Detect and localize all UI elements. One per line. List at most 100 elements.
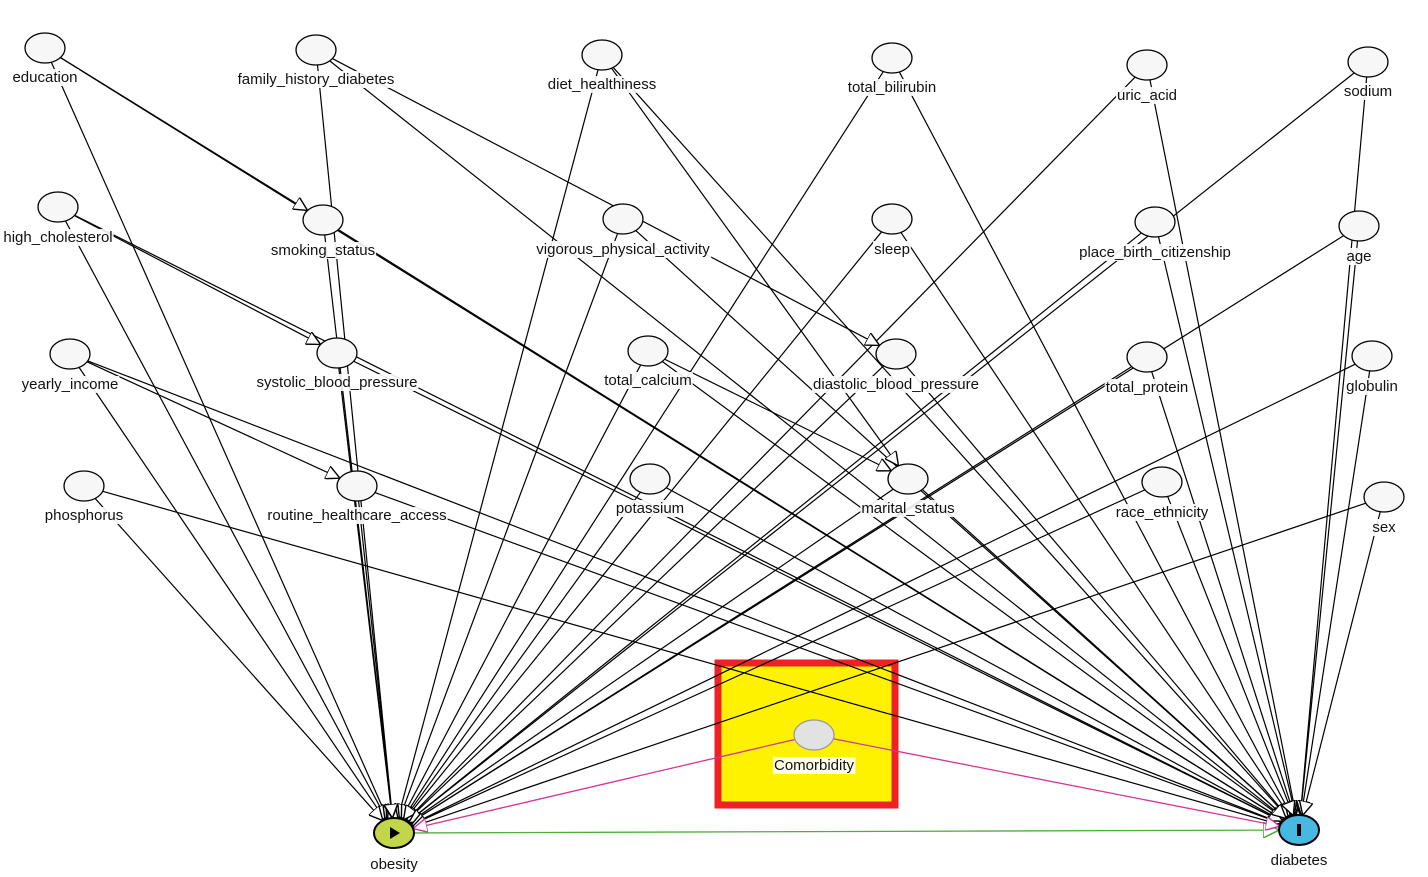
node-potassium[interactable]: potassium bbox=[614, 463, 686, 517]
edge-total_calcium-to-obesity bbox=[401, 364, 642, 819]
node-smoking_status[interactable]: smoking_status bbox=[269, 204, 377, 259]
covariate-node-ellipse[interactable] bbox=[602, 203, 644, 235]
node-education[interactable]: education bbox=[11, 32, 79, 86]
covariate-node-ellipse[interactable] bbox=[629, 463, 671, 495]
edge-uric_acid-to-diabetes bbox=[1149, 79, 1296, 815]
covariate-node-ellipse[interactable] bbox=[1126, 49, 1168, 81]
node-label: total_protein bbox=[1106, 379, 1189, 396]
node-vigorous_physical_activity[interactable]: vigorous_physical_activity bbox=[535, 203, 712, 258]
covariate-node-ellipse[interactable] bbox=[581, 39, 623, 71]
node-label-background bbox=[11, 69, 79, 86]
node-sodium[interactable]: sodium bbox=[1342, 46, 1394, 100]
covariate-node-ellipse[interactable] bbox=[336, 470, 378, 502]
edge-race_ethnicity-to-obesity bbox=[411, 489, 1146, 825]
covariate-node-ellipse[interactable] bbox=[1338, 210, 1380, 242]
covariate-node-ellipse[interactable] bbox=[37, 191, 79, 223]
edge-sodium-to-diabetes bbox=[1300, 76, 1368, 815]
node-label: sex bbox=[1372, 519, 1396, 536]
node-sex[interactable]: sex bbox=[1363, 481, 1405, 536]
latent-node-ellipse[interactable] bbox=[793, 719, 835, 751]
edge-Comorbidity-to-obesity bbox=[413, 738, 796, 828]
node-race_ethnicity[interactable]: race_ethnicity bbox=[1114, 466, 1210, 521]
node-total_bilirubin[interactable]: total_bilirubin bbox=[846, 42, 938, 96]
edges-layer bbox=[50, 57, 1381, 833]
edge-family_history_diabetes-to-diabetes bbox=[329, 60, 1286, 819]
covariate-node-ellipse[interactable] bbox=[1126, 341, 1168, 373]
covariate-node-ellipse[interactable] bbox=[24, 32, 66, 64]
node-total_protein[interactable]: total_protein bbox=[1104, 341, 1190, 396]
edge-sleep-to-obesity bbox=[404, 231, 883, 820]
node-label-background bbox=[1269, 852, 1329, 869]
edge-systolic_blood_pressure-to-diabetes bbox=[353, 360, 1283, 821]
node-age[interactable]: age bbox=[1338, 210, 1380, 265]
node-label-background bbox=[269, 242, 377, 259]
node-globulin[interactable]: globulin bbox=[1345, 340, 1399, 395]
node-label: phosphorus bbox=[45, 507, 123, 524]
node-label: total_calcium bbox=[604, 372, 692, 389]
node-obesity[interactable]: obesity bbox=[369, 817, 420, 873]
node-phosphorus[interactable]: phosphorus bbox=[43, 470, 125, 524]
covariate-node-ellipse[interactable] bbox=[1141, 466, 1183, 498]
node-label: high_cholesterol bbox=[3, 229, 112, 246]
node-label: race_ethnicity bbox=[1116, 504, 1209, 521]
node-label-background bbox=[873, 241, 911, 258]
node-Comorbidity[interactable]: Comorbidity bbox=[772, 719, 856, 774]
node-label-background bbox=[255, 374, 419, 391]
node-label-background bbox=[860, 500, 956, 517]
node-label: Comorbidity bbox=[774, 757, 855, 774]
node-marital_status[interactable]: marital_status bbox=[860, 463, 956, 517]
covariate-node-ellipse[interactable] bbox=[871, 203, 913, 235]
node-label-background bbox=[1104, 379, 1190, 396]
node-label-background bbox=[1371, 519, 1398, 536]
node-systolic_blood_pressure[interactable]: systolic_blood_pressure bbox=[255, 337, 419, 391]
edge-globulin-to-obesity bbox=[411, 363, 1356, 825]
edge-yearly_income-to-obesity bbox=[78, 367, 385, 819]
edge-high_cholesterol-to-systolic_blood_pressure bbox=[74, 215, 320, 345]
edge-total_calcium-to-diabetes bbox=[661, 361, 1284, 820]
outcome-bar-icon bbox=[1297, 824, 1301, 836]
node-label: diet_healthiness bbox=[548, 76, 656, 93]
node-place_birth_citizenship[interactable]: place_birth_citizenship bbox=[1078, 206, 1232, 261]
covariate-node-ellipse[interactable] bbox=[49, 338, 91, 370]
edge-marital_status-to-obesity bbox=[409, 488, 894, 823]
node-sleep[interactable]: sleep bbox=[871, 203, 913, 258]
edge-total_bilirubin-to-diabetes bbox=[898, 71, 1291, 816]
node-diabetes[interactable]: diabetes bbox=[1269, 814, 1329, 869]
covariate-node-ellipse[interactable] bbox=[1347, 46, 1389, 78]
node-label: diabetes bbox=[1271, 852, 1328, 869]
node-label-background bbox=[603, 372, 693, 389]
covariate-node-ellipse[interactable] bbox=[627, 335, 669, 367]
adjusted-variable-highlight-box bbox=[714, 659, 899, 809]
node-uric_acid[interactable]: uric_acid bbox=[1115, 49, 1179, 104]
edge-diastolic_blood_pressure-to-diabetes bbox=[906, 366, 1289, 818]
edge-potassium-to-diabetes bbox=[665, 487, 1283, 821]
edge-total_protein-to-diabetes bbox=[1151, 371, 1295, 816]
edge-sex-to-diabetes bbox=[1303, 511, 1381, 816]
covariate-node-ellipse[interactable] bbox=[316, 337, 358, 369]
covariate-node-ellipse[interactable] bbox=[63, 470, 105, 502]
edge-age-to-diabetes bbox=[1300, 240, 1359, 815]
node-family_history_diabetes[interactable]: family_history_diabetes bbox=[236, 34, 396, 88]
node-label: routine_healthcare_access bbox=[267, 507, 446, 524]
node-total_calcium[interactable]: total_calcium bbox=[603, 335, 693, 389]
node-diastolic_blood_pressure[interactable]: diastolic_blood_pressure bbox=[812, 338, 980, 393]
node-label: education bbox=[12, 69, 77, 86]
covariate-node-ellipse[interactable] bbox=[1363, 481, 1405, 513]
edge-education-to-obesity bbox=[50, 61, 387, 819]
node-routine_healthcare_access[interactable]: routine_healthcare_access bbox=[266, 470, 448, 524]
covariate-node-ellipse[interactable] bbox=[875, 338, 917, 370]
covariate-node-ellipse[interactable] bbox=[295, 34, 337, 66]
node-high_cholesterol[interactable]: high_cholesterol bbox=[2, 191, 114, 246]
covariate-node-ellipse[interactable] bbox=[871, 42, 913, 74]
node-diet_healthiness[interactable]: diet_healthiness bbox=[546, 39, 658, 93]
covariate-node-ellipse[interactable] bbox=[1351, 340, 1393, 372]
edge-family_history_diabetes-to-obesity bbox=[316, 64, 392, 818]
node-yearly_income[interactable]: yearly_income bbox=[20, 338, 120, 393]
edge-potassium-to-obesity bbox=[404, 491, 641, 820]
covariate-node-ellipse[interactable] bbox=[1134, 206, 1176, 238]
edge-uric_acid-to-obesity bbox=[406, 76, 1136, 821]
covariate-node-ellipse[interactable] bbox=[887, 463, 929, 495]
nodes-layer: education family_history_diabetes diet_hea… bbox=[2, 32, 1405, 873]
edge-systolic_blood_pressure-to-obesity bbox=[338, 367, 392, 818]
covariate-node-ellipse[interactable] bbox=[302, 204, 344, 236]
